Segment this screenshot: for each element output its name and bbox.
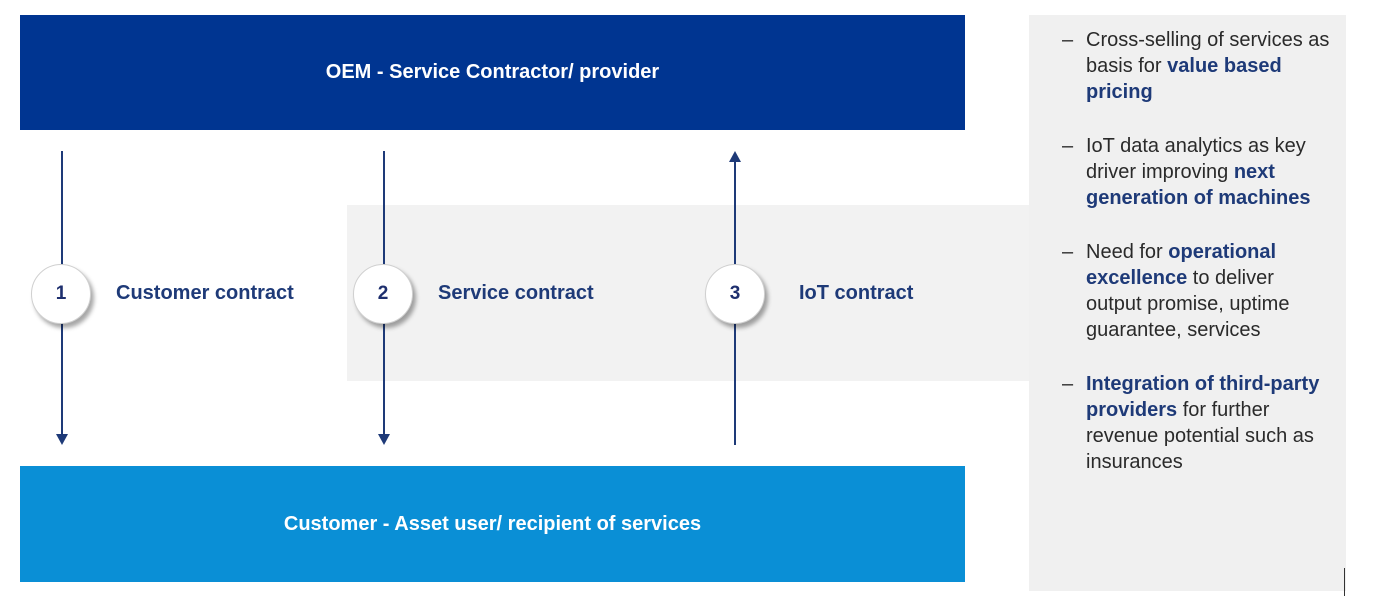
corner-tick-mark <box>1344 568 1345 596</box>
contract-3-label: IoT contract <box>799 282 914 304</box>
dash-bullet-icon: – <box>1062 29 1074 51</box>
contract-1-label: Customer contract <box>116 282 294 304</box>
benefit-item: –Cross-selling of services as basis for … <box>1062 27 1332 105</box>
benefit-text: Cross-selling of services as basis for <box>1086 29 1330 77</box>
benefit-highlight-text: operational excellence <box>1086 241 1277 289</box>
benefit-item: –Integration of third-party providers fo… <box>1062 371 1332 475</box>
benefit-highlight-text: value based pricing <box>1086 55 1282 103</box>
contract-2-number-badge: 2 <box>353 264 413 324</box>
side-panel <box>1029 15 1346 591</box>
contract-2-arrow-head-down-icon <box>378 434 390 445</box>
contract-2-label: Service contract <box>438 282 594 304</box>
benefits-list: –Cross-selling of services as basis for … <box>1062 27 1332 503</box>
contract-2-number: 2 <box>377 283 389 304</box>
grey-background-band <box>347 205 1037 381</box>
contract-1-number: 1 <box>55 283 67 304</box>
dash-bullet-icon: – <box>1062 373 1074 395</box>
benefit-text: to deliver output promise, uptime guaran… <box>1086 267 1290 341</box>
benefit-text: IoT data analytics as key driver improvi… <box>1086 135 1306 183</box>
dash-bullet-icon: – <box>1062 241 1074 263</box>
contract-1-number-badge: 1 <box>31 264 91 324</box>
contract-3-number: 3 <box>729 283 741 304</box>
benefit-item: –IoT data analytics as key driver improv… <box>1062 133 1332 211</box>
benefit-text: for further revenue potential such as in… <box>1086 399 1314 473</box>
customer-label: Customer - Asset user/ recipient of serv… <box>283 512 702 535</box>
benefit-highlight-text: next generation of machines <box>1086 161 1311 209</box>
benefit-text: Need for <box>1086 241 1169 263</box>
contract-3-arrow-head-up-icon <box>729 151 741 162</box>
oem-provider-label: OEM - Service Contractor/ provider <box>325 61 660 83</box>
customer-box: Customer - Asset user/ recipient of serv… <box>20 466 965 582</box>
benefit-item: –Need for operational excellence to deli… <box>1062 239 1332 343</box>
contract-3-number-badge: 3 <box>705 264 765 324</box>
benefit-highlight-text: Integration of third-party providers <box>1086 373 1320 421</box>
oem-provider-box: OEM - Service Contractor/ provider <box>20 15 965 130</box>
dash-bullet-icon: – <box>1062 135 1074 157</box>
contract-1-arrow-head-down-icon <box>56 434 68 445</box>
